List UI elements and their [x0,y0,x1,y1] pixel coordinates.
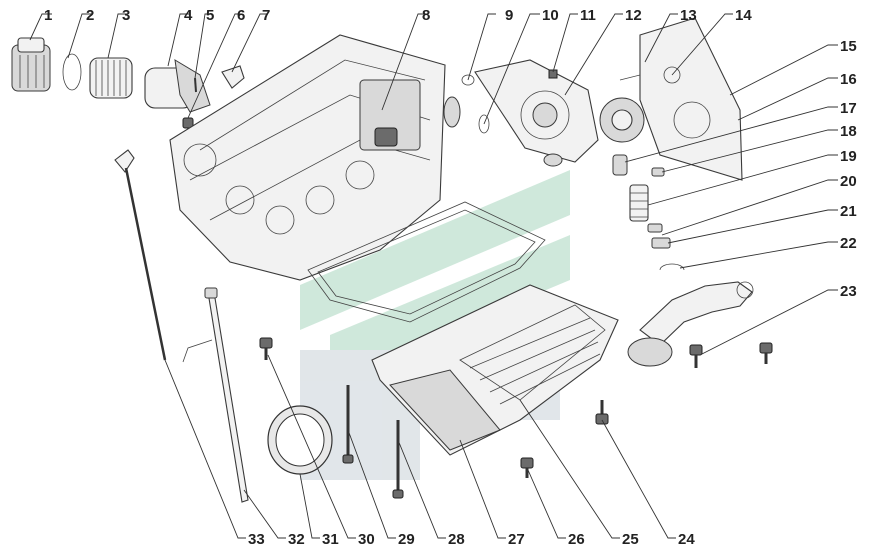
label-28: 28 [448,531,465,548]
label-16: 16 [840,71,857,88]
label-33: 33 [248,531,265,548]
label-13: 13 [680,7,697,24]
label-6: 6 [237,7,245,24]
pin-part [194,77,197,93]
label-23: 23 [840,283,857,300]
rear-seal-ring-part [267,405,333,475]
o-ring-part [62,53,82,91]
label-3: 3 [122,7,130,24]
o-ring-small-part [478,114,490,134]
snap-ring-part [659,263,685,271]
bolt-23-part [689,344,703,368]
cylinder-block-part [169,34,446,281]
oil-pan-part [371,284,619,456]
dipstick-part [114,149,167,361]
label-4: 4 [184,7,193,24]
retainer-part [651,237,671,249]
bolt-31-part [259,337,273,360]
label-9: 9 [505,7,513,24]
label-32: 32 [288,531,305,548]
oil-pan-gasket-part [307,201,546,323]
label-30: 30 [358,531,375,548]
label-10: 10 [542,7,559,24]
dipstick-tube-part [182,287,249,503]
part-number-labels: 1 2 3 4 5 6 7 8 9 10 11 12 13 14 15 16 1… [44,7,857,548]
gasket-inner-edge [317,209,536,315]
front-cover-part [619,17,743,181]
label-21: 21 [840,203,857,220]
label-31: 31 [322,531,339,548]
label-5: 5 [206,7,214,24]
bolt-26-part [520,457,534,478]
label-17: 17 [840,100,857,117]
plug-part [647,223,663,233]
label-14: 14 [735,7,752,24]
leader-lines [29,13,838,539]
label-7: 7 [262,7,270,24]
label-26: 26 [568,531,585,548]
label-25: 25 [622,531,639,548]
oil-filter-housing-part [144,59,211,113]
label-24: 24 [678,531,695,548]
long-bolt-28-part [392,420,404,499]
label-22: 22 [840,235,857,252]
label-19: 19 [840,148,857,165]
drain-bolt-part [595,400,609,425]
oil-filter-cap-part [11,37,51,92]
oil-filter-element-part [89,57,133,99]
bolt-23b-part [759,342,773,364]
label-18: 18 [840,123,857,140]
label-8: 8 [422,7,430,24]
label-27: 27 [508,531,525,548]
label-12: 12 [625,7,642,24]
oil-pickup-tube-part [627,281,754,367]
seal-part [443,74,475,128]
long-bolt-29-part [342,385,354,464]
oil-pump-part [474,59,599,167]
pump-gear-part [599,97,645,143]
valve-part [612,154,628,176]
label-2: 2 [86,7,94,24]
spring-part [629,184,649,222]
label-15: 15 [840,38,857,55]
label-29: 29 [398,531,415,548]
label-20: 20 [840,173,857,190]
spring-seat-part [651,167,665,177]
label-11: 11 [580,7,596,24]
label-1: 1 [44,7,52,24]
